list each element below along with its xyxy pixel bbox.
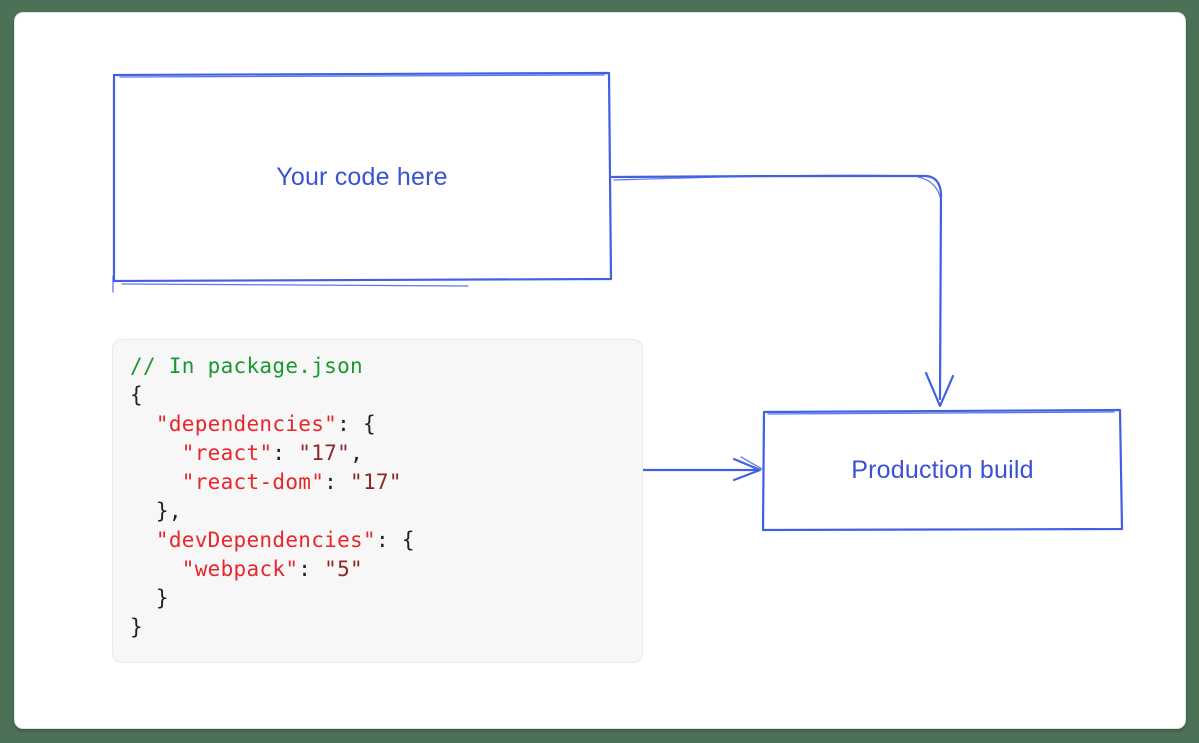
code-key-dependencies: "dependencies": [155, 412, 338, 436]
your-code-box-outline: [112, 71, 613, 283]
code-line: {: [130, 381, 642, 410]
code-punct: ,: [350, 441, 364, 465]
code-line-comment: // In package.json: [130, 352, 642, 381]
code-indent: [130, 412, 156, 436]
code-value-react-dom-version: "17": [350, 470, 402, 494]
code-line-devdependencies: "devDependencies": {: [130, 526, 642, 555]
code-key-devdependencies: "devDependencies": [155, 528, 376, 552]
code-indent: [130, 557, 182, 581]
code-line: }: [130, 613, 642, 642]
code-punct: :: [298, 557, 325, 581]
code-indent: [130, 470, 182, 494]
production-box-label: Production build: [851, 456, 1034, 484]
code-punct: :: [272, 441, 299, 465]
code-indent: [130, 528, 156, 552]
production-box-sketch-doubling: [767, 411, 1115, 415]
code-punct: : {: [337, 412, 376, 436]
production-box-outline: [761, 408, 1124, 532]
arrow-code-to-build: [610, 174, 943, 401]
code-punct: {: [130, 383, 143, 407]
code-line: },: [130, 497, 642, 526]
code-key-react: "react": [181, 441, 273, 465]
code-punct: :: [324, 470, 351, 494]
code-punct: : {: [375, 528, 415, 552]
your-code-box-sketch-doubling: [112, 74, 605, 293]
code-line-webpack: "webpack": "5": [130, 555, 642, 584]
code-line-dependencies: "dependencies": {: [130, 410, 642, 439]
code-value-react-version: "17": [298, 441, 351, 465]
code-value-webpack-version: "5": [324, 557, 364, 581]
code-line: }: [130, 584, 642, 613]
code-line-react-dom: "react-dom": "17": [130, 468, 642, 497]
code-punct: }: [130, 615, 143, 639]
arrow-deps-to-build-head: [732, 457, 762, 482]
code-line-react: "react": "17",: [130, 439, 642, 468]
your-code-box-label: Your code here: [276, 162, 448, 191]
arrow-code-to-build-head: [924, 371, 955, 408]
code-indent: [130, 441, 182, 465]
arrow-deps-to-build-head-doubling: [740, 456, 763, 470]
code-key-react-dom: "react-dom": [181, 470, 325, 494]
arrow-code-to-build-sketch-doubling: [613, 174, 942, 201]
code-comment: // In package.json: [130, 354, 363, 378]
package-json-code-block: // In package.json { "dependencies": { "…: [112, 339, 643, 663]
code-punct: },: [130, 499, 182, 523]
code-punct: }: [130, 586, 169, 610]
code-key-webpack: "webpack": [181, 557, 299, 581]
